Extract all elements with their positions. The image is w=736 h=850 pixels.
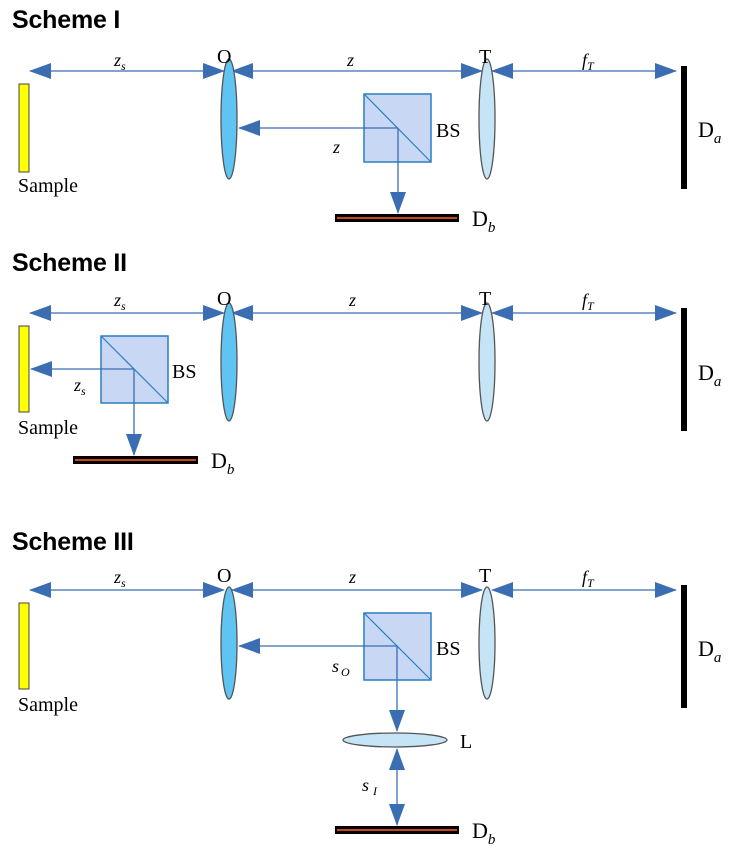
scheme-3-detector-a-label: Da bbox=[698, 636, 721, 666]
scheme-1-label-zs: zs bbox=[113, 50, 126, 73]
scheme-3-label-z: z bbox=[348, 567, 356, 587]
scheme-2-objective-label: O bbox=[217, 288, 231, 310]
scheme-3-label-zs: zs bbox=[113, 567, 126, 590]
scheme-2-title: Scheme II bbox=[12, 249, 127, 277]
scheme-2: Sample zs z fT O T Da BS zs Db bbox=[18, 288, 721, 478]
scheme-2-detector-b-label: Db bbox=[211, 448, 235, 478]
scheme-2-detector-a bbox=[681, 308, 687, 431]
scheme-3-tube-lens bbox=[478, 586, 496, 700]
scheme-1-detector-a bbox=[681, 66, 687, 189]
scheme-2-label-ft: fT bbox=[582, 290, 595, 313]
scheme-3-detector-b-label: Db bbox=[472, 818, 496, 848]
scheme-1-label-z: z bbox=[346, 50, 354, 70]
scheme-2-detector-a-label: Da bbox=[698, 360, 721, 390]
scheme-3-objective-label: O bbox=[217, 565, 231, 587]
scheme-2-sample-label: Sample bbox=[18, 417, 78, 439]
scheme-1-objective-lens bbox=[220, 58, 238, 180]
scheme-1-detector-a-label: Da bbox=[698, 117, 721, 147]
scheme-1: Sample zs z fT O T Da BS z bbox=[18, 46, 721, 236]
scheme-1-objective-label: O bbox=[217, 46, 231, 68]
scheme-3-sample bbox=[18, 602, 30, 690]
scheme-2-label-bs-zs: zs bbox=[73, 375, 86, 398]
scheme-3-label-ft: fT bbox=[582, 567, 595, 590]
scheme-2-tube-label: T bbox=[479, 288, 491, 310]
scheme-3-detector-a bbox=[681, 585, 687, 708]
scheme-2-bs-label: BS bbox=[172, 361, 196, 383]
scheme-1-title: Scheme I bbox=[12, 6, 121, 34]
scheme-3-bs-label: BS bbox=[436, 638, 460, 660]
scheme-3-objective-lens bbox=[220, 586, 238, 700]
scheme-1-label-ft: fT bbox=[582, 50, 595, 73]
scheme-2-objective-lens bbox=[220, 302, 238, 422]
scheme-3-sample-label: Sample bbox=[18, 694, 78, 716]
scheme-3-detector-b-stripe bbox=[337, 829, 457, 831]
scheme-1-sample bbox=[18, 83, 30, 173]
scheme-1-label-bs-z: z bbox=[332, 137, 340, 157]
scheme-2-tube-lens bbox=[478, 302, 496, 422]
scheme-1-detector-b-label: Db bbox=[472, 206, 496, 236]
scheme-1-sample-label: Sample bbox=[18, 175, 78, 197]
scheme-2-sample bbox=[18, 325, 30, 413]
scheme-3-lens-l bbox=[342, 732, 448, 748]
scheme-3-tube-label: T bbox=[479, 565, 491, 587]
scheme-1-tube-label: T bbox=[479, 46, 491, 68]
scheme-2-detector-b-stripe bbox=[75, 459, 196, 461]
scheme-1-detector-b-stripe bbox=[337, 217, 457, 219]
scheme-2-label-zs: zs bbox=[113, 290, 126, 313]
scheme-1-tube-lens bbox=[478, 58, 496, 180]
scheme-3-lens-label: L bbox=[460, 731, 472, 753]
scheme-3-title: Scheme III bbox=[12, 528, 134, 556]
scheme-1-bs-label: BS bbox=[436, 120, 460, 142]
scheme-2-label-z: z bbox=[348, 290, 356, 310]
